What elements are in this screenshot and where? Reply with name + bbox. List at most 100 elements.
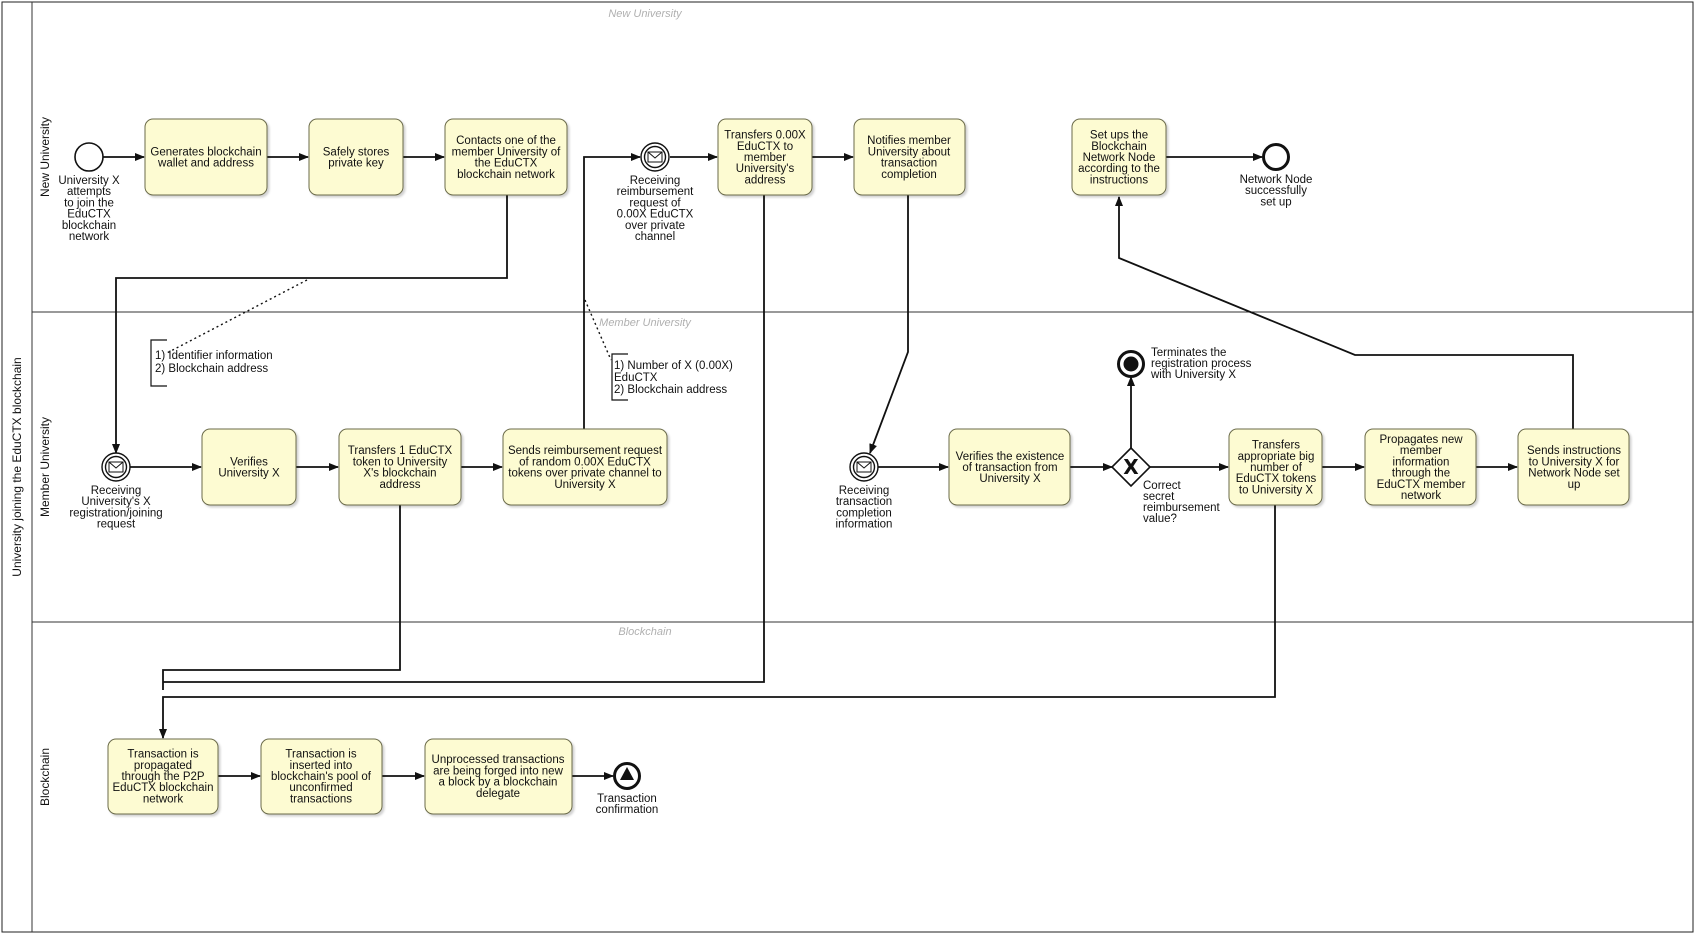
lane-watermark-member-university: Member University — [599, 317, 692, 329]
gateway-label-line-3: reimbursement — [1143, 502, 1220, 514]
task-label-t-setup-line-5: instructions — [1090, 174, 1148, 186]
annotation-identifier: 1) Identifier information 2) Blockchain … — [150, 339, 273, 387]
task-label-t-tx-propagated-line-5: network — [143, 793, 184, 805]
task-label-t-propagate-member-line-1: Propagates new — [1379, 434, 1463, 446]
flow-instructions-to-setup — [1115, 196, 1574, 429]
task-label-t-tx-forged-line-1: Unprocessed transactions — [432, 754, 565, 766]
task-label-t-notify-line-2: University about — [868, 146, 951, 158]
task-label-t-propagate-member-line-4: through the — [1392, 468, 1450, 480]
task-label-t-tx-pool-line-4: unconfirmed — [289, 782, 352, 794]
task-label-t-instructions-line-3: Network Node set — [1528, 468, 1620, 480]
task-label-t-transfer-small-line-4: University's — [736, 163, 795, 175]
task-label-t-verify-tx-line-3: University X — [979, 473, 1041, 485]
task-label-t-tx-pool-line-2: inserted into — [290, 760, 353, 772]
event-label-e-recv-reimb-line-4: 0.00X EduCTX — [617, 209, 694, 221]
task-label-t-transfer1-line-4: address — [380, 479, 421, 491]
task-label-t-verify-tx-line-1: Verifies the existence — [956, 451, 1065, 463]
task-label-t-transfer-small-line-1: Transfers 0.00X — [724, 130, 806, 142]
flow-reimb-to-recv-reimb — [583, 153, 641, 429]
event-label-e-recv-completion-line-2: transaction — [836, 496, 892, 508]
task-label-t-tx-propagated-line-2: propagated — [134, 760, 192, 772]
task-label-t-contact-line-4: blockchain network — [457, 169, 555, 181]
envelope-icon — [108, 461, 124, 473]
task-label-t-propagate-member-line-3: information — [1393, 456, 1450, 468]
task-label-t-verify-line-1: Verifies — [230, 456, 268, 468]
task-label-t-propagate-member-line-5: EduCTX member — [1377, 479, 1466, 491]
annotation-number-line-3: 2) Blockchain address — [614, 384, 727, 396]
task-label-t-tx-pool-line-3: blockchain's pool of — [271, 771, 372, 783]
lane-watermark-new-university: New University — [608, 8, 683, 20]
task-label-t-reimb-line-4: University X — [554, 479, 616, 491]
task-label-t-transfer1-line-2: token to University — [353, 456, 448, 468]
gateway-label: Correct secret reimbursement value? — [1143, 480, 1220, 525]
annotation-number-line-1: 1) Number of X (0.00X) — [614, 360, 733, 372]
event-label-e-recv-reimb-line-6: channel — [635, 231, 675, 243]
lane-title-blockchain: Blockchain — [38, 748, 52, 806]
task-label-t-tx-propagated-line-1: Transaction is — [127, 749, 198, 761]
terminate-label-line-2: registration process — [1151, 358, 1252, 370]
event-label-e-recv-reg-line-2: University's X — [81, 496, 151, 508]
task-label-t-verify-tx-line-2: of transaction from — [962, 462, 1057, 474]
task-label-t-setup-line-3: Network Node — [1083, 152, 1156, 164]
triangle-icon — [620, 767, 634, 780]
task-label-t-verify-line-2: University X — [218, 468, 280, 480]
annotation-number: 1) Number of X (0.00X) EduCTX 2) Blockch… — [611, 353, 733, 401]
annotation-number-line-2: EduCTX — [614, 372, 658, 384]
task-label-t-setup-line-1: Set ups the — [1090, 130, 1148, 142]
task-label-t-tx-forged-line-2: are being forged into new — [433, 765, 563, 777]
lane-title-member-university: Member University — [38, 417, 52, 517]
task-label-t-tx-pool-line-1: Transaction is — [285, 749, 356, 761]
event-label-e-start-line-6: network — [69, 231, 110, 243]
flow-notify-to-recv-completion — [869, 195, 909, 454]
task-label-t-notify-line-4: completion — [881, 169, 937, 181]
event-label-e-recv-reimb-line-3: request of — [629, 197, 681, 209]
task-label-t-tx-forged-line-3: a block by a blockchain — [439, 777, 558, 789]
task-label-t-contact-line-3: the EduCTX — [475, 158, 538, 170]
event-label-e-start-line-2: attempts — [67, 186, 111, 198]
flow-contact-to-recv-reg — [112, 195, 508, 454]
task-label-t-reimb-line-2: of random 0.00X EduCTX — [519, 456, 651, 468]
event-label-e-tx-confirm-line-2: confirmation — [596, 804, 659, 816]
event-label-e-recv-completion-line-4: information — [836, 519, 893, 531]
association-number — [584, 299, 612, 361]
flow-transfer1-to-tx-propagated — [162, 505, 401, 690]
task-label-t-propagate-member-line-6: network — [1401, 490, 1442, 502]
task-label-t-transfer-small-line-3: member — [744, 152, 786, 164]
event-label-e-node-ok-line-3: set up — [1260, 196, 1291, 208]
task-label-t-notify-line-3: transaction — [881, 158, 937, 170]
event-label-e-recv-reg-line-4: request — [97, 519, 136, 531]
start-event — [74, 142, 104, 172]
task-label-t-contact-line-1: Contacts one of the — [456, 135, 556, 147]
event-label-e-recv-reimb-line-2: reimbursement — [617, 186, 694, 198]
message-event-receiving-completion — [849, 452, 879, 482]
event-label-e-recv-completion-line-3: completion — [836, 507, 892, 519]
event-label-e-node-ok-line-2: successfully — [1245, 185, 1307, 197]
event-label-e-recv-completion-line-1: Receiving — [839, 485, 890, 497]
